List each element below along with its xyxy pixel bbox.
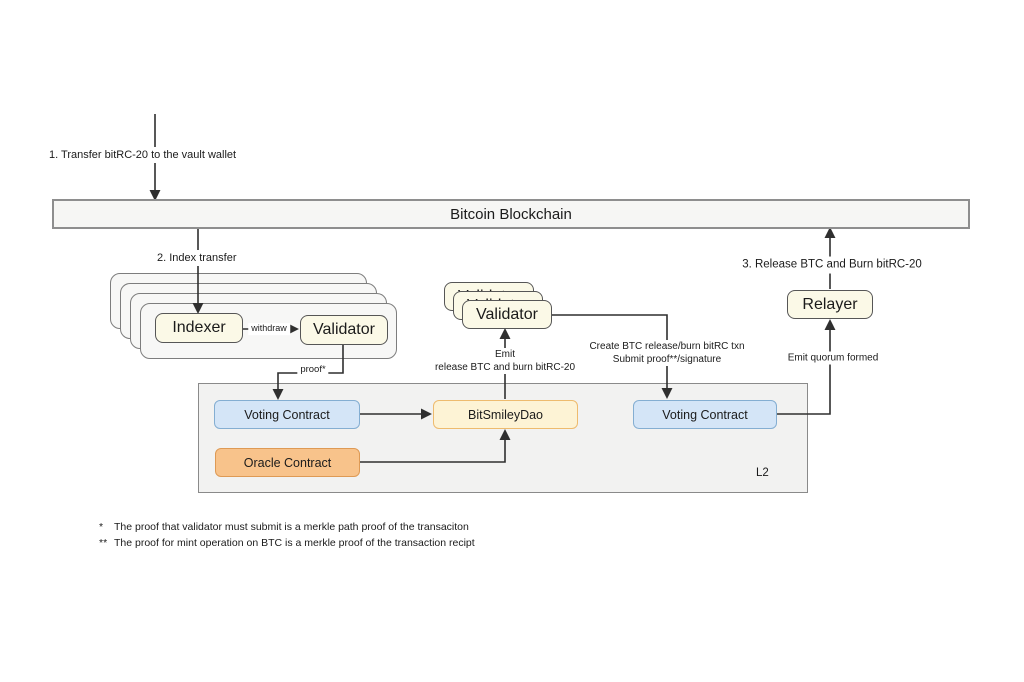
create-txn-line2: Submit proof**/signature [612,354,722,365]
step2-label: 2. Index transfer [154,250,240,267]
create-txn-label: Create BTC release/burn bitRC txn Submit… [586,340,748,366]
oracle-contract-label: Oracle Contract [243,455,332,470]
footnote-2-text: The proof for mint operation on BTC is a… [114,537,475,549]
emit-release-line1: Emit [494,349,515,360]
validator-mid-node: Validator [462,300,552,329]
validator-l1-label: Validator [313,321,375,338]
footnotes: * The proof that validator must submit i… [99,519,475,551]
emit-release-line2: release BTC and burn bitRC-20 [434,362,576,373]
withdraw-label: withdraw [248,323,290,335]
footnote-2-marker: ** [99,537,108,549]
step3-label: 3. Release BTC and Burn bitRC-20 [739,256,925,274]
emit-quorum-label: Emit quorum formed [784,351,882,365]
voting-contract-right-label: Voting Contract [662,407,748,422]
relayer-node: Relayer [787,290,873,319]
l2-label: L2 [756,467,769,479]
voting-contract-left-node: Voting Contract [214,400,360,429]
footnote-1: * The proof that validator must submit i… [99,519,475,535]
create-txn-line1: Create BTC release/burn bitRC txn [589,341,745,352]
step1-label: 1. Transfer bitRC-20 to the vault wallet [46,147,240,164]
footnote-2: ** The proof for mint operation on BTC i… [99,535,475,551]
indexer-node: Indexer [155,313,243,343]
bitsmiley-dao-label: BitSmileyDao [467,407,544,422]
voting-contract-right-node: Voting Contract [633,400,777,429]
indexer-label: Indexer [172,319,226,336]
bitsmiley-dao-node: BitSmileyDao [433,400,578,429]
relayer-label: Relayer [802,295,858,313]
oracle-contract-node: Oracle Contract [215,448,360,477]
validator-l1-node: Validator [300,315,388,345]
bitcoin-blockchain-bar: Bitcoin Blockchain [52,199,970,229]
footnote-1-text: The proof that validator must submit is … [114,521,469,533]
voting-contract-left-label: Voting Contract [244,407,330,422]
proof-label: proof* [297,363,329,377]
footnote-1-marker: * [99,521,104,533]
emit-release-label: Emit release BTC and burn bitRC-20 [431,348,579,374]
validator-mid-label: Validator [476,305,538,323]
bitcoin-blockchain-label: Bitcoin Blockchain [450,205,572,223]
